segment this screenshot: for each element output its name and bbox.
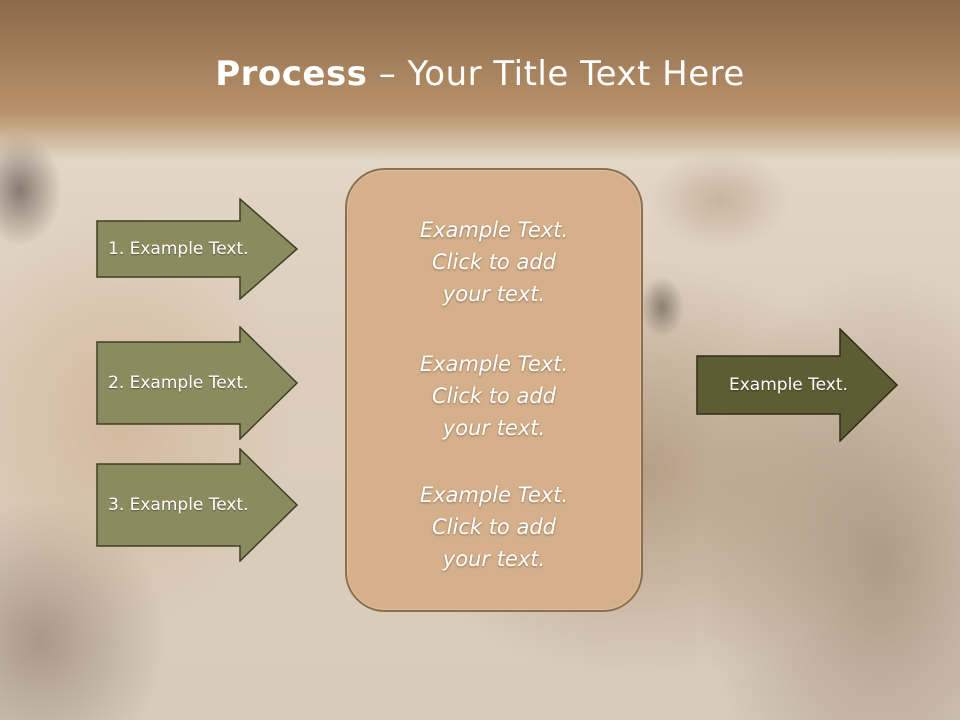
arrow-label-3: 3. Example Text. xyxy=(108,495,249,515)
center-item-2-line1: Example Text. xyxy=(419,352,569,376)
center-item-3: Example Text. Click to add your text. xyxy=(347,479,641,575)
arrow-label-1: 1. Example Text. xyxy=(108,239,249,259)
title-band xyxy=(0,0,960,160)
result-arrow[interactable]: Example Text. xyxy=(696,328,898,442)
center-item-2-line3: your text. xyxy=(442,416,546,440)
slide-title[interactable]: Process – Your Title Text Here xyxy=(0,54,960,94)
center-item-1-line3: your text. xyxy=(442,282,546,306)
title-rest: – Your Title Text Here xyxy=(367,54,745,94)
center-item-1-line2: Click to add xyxy=(431,250,556,274)
process-arrow-2[interactable]: 2. Example Text. xyxy=(96,326,298,440)
process-arrow-1[interactable]: 1. Example Text. xyxy=(96,198,298,300)
center-text-box[interactable]: Example Text. Click to add your text. Ex… xyxy=(345,168,643,612)
arrow-label-2: 2. Example Text. xyxy=(108,373,249,393)
center-item-3-line3: your text. xyxy=(442,547,546,571)
center-item-3-line1: Example Text. xyxy=(419,483,569,507)
background-eye xyxy=(640,276,684,338)
result-arrow-label: Example Text. xyxy=(729,375,848,395)
background-hand xyxy=(620,140,820,270)
process-arrow-3[interactable]: 3. Example Text. xyxy=(96,448,298,562)
arrow-shape-1 xyxy=(96,198,298,300)
result-arrow-shape xyxy=(696,328,898,442)
center-item-2: Example Text. Click to add your text. xyxy=(347,348,641,444)
center-item-2-line2: Click to add xyxy=(431,384,556,408)
arrow-shape-3 xyxy=(96,448,298,562)
title-bold: Process xyxy=(215,54,368,94)
center-item-3-line2: Click to add xyxy=(431,515,556,539)
center-item-1: Example Text. Click to add your text. xyxy=(347,214,641,310)
center-item-1-line1: Example Text. xyxy=(419,218,569,242)
arrow-shape-2 xyxy=(96,326,298,440)
